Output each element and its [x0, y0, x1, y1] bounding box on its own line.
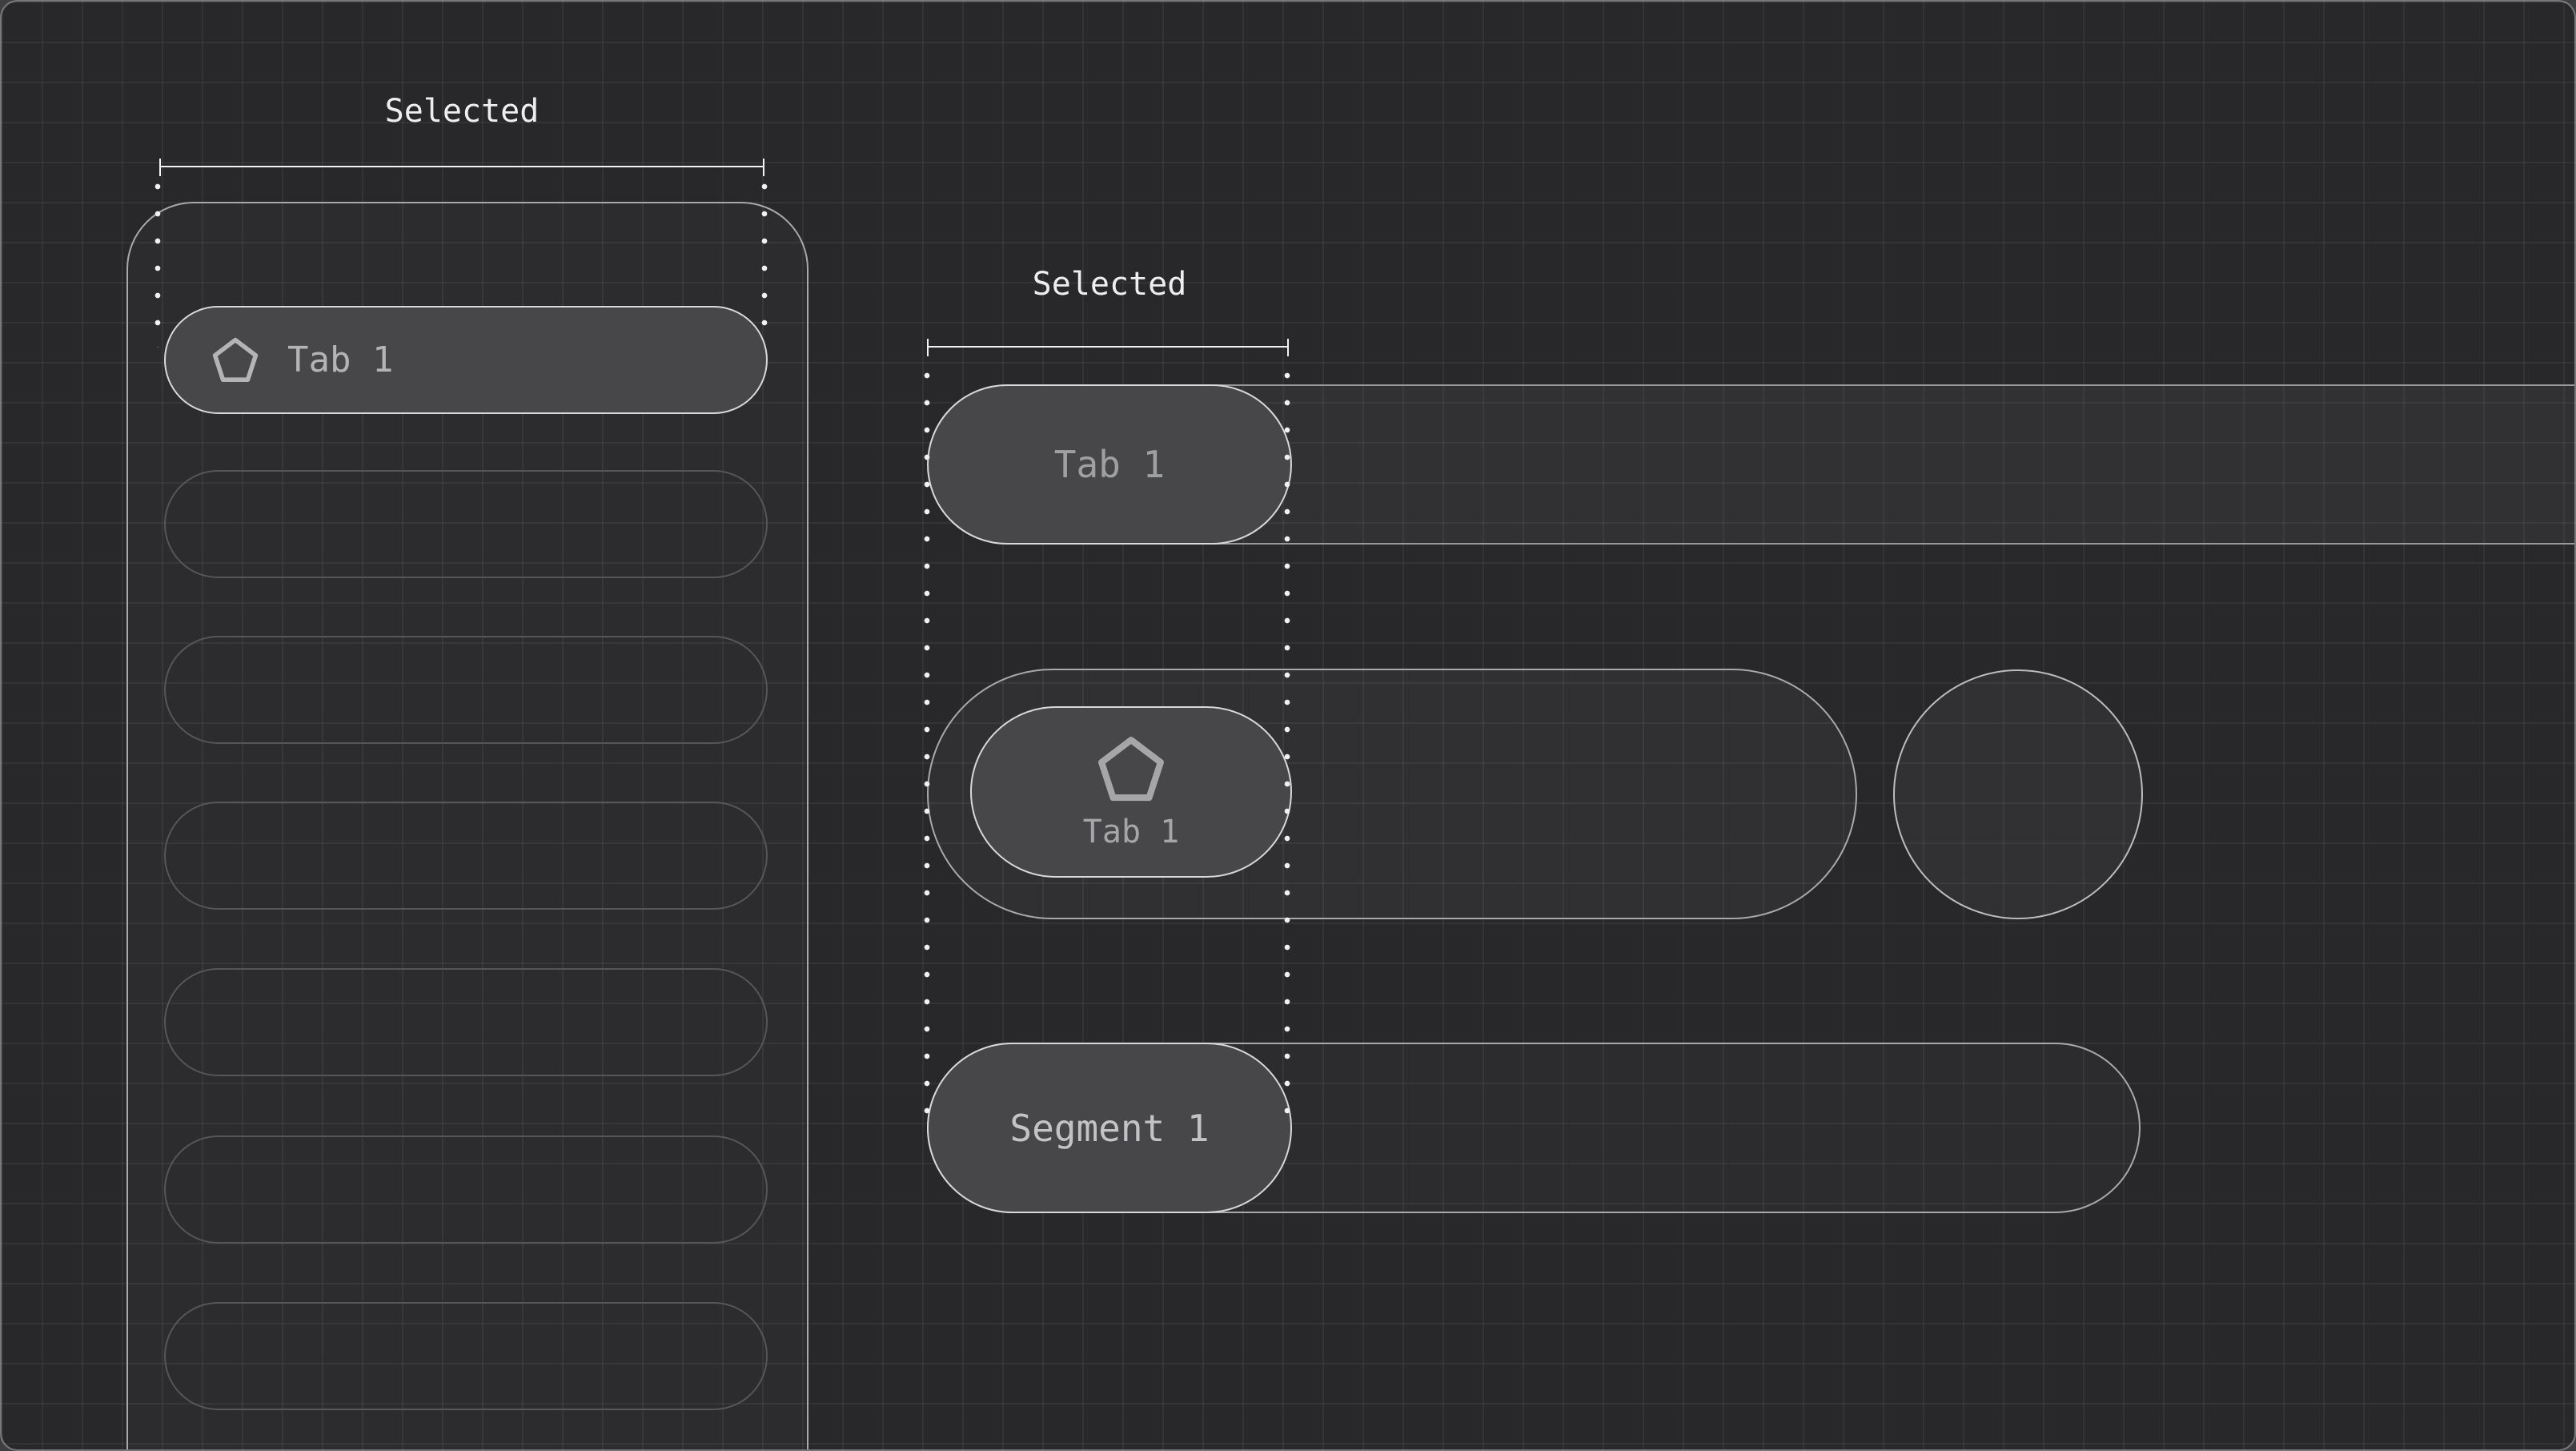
icon-tab-selected[interactable]: Tab 1 [970, 706, 1292, 878]
sidebar-guide-dotted-line-left [154, 183, 161, 348]
tab-bar-measurement-bracket [927, 339, 1289, 356]
tab-guide-dotted-line-right [1284, 372, 1290, 1116]
horizontal-tab-label: Tab 1 [1053, 443, 1166, 486]
bracket-tick [763, 159, 764, 176]
bracket-tick [159, 159, 161, 176]
sidebar-tab-selected[interactable]: Tab 1 [164, 306, 768, 414]
vertical-tab-bar: Tab 1 [126, 202, 809, 1449]
sidebar-tab-placeholder[interactable] [164, 470, 768, 578]
pentagon-icon [1095, 734, 1167, 806]
horizontal-tab-selected[interactable]: Tab 1 [927, 384, 1292, 545]
tab-guide-dotted-line-left [924, 372, 930, 1116]
sidebar-tab-placeholder[interactable] [164, 968, 768, 1076]
sidebar-tab-placeholder[interactable] [164, 802, 768, 910]
sidebar-tab-placeholder[interactable] [164, 1135, 768, 1244]
bracket-tick [1287, 339, 1289, 356]
tab-bar-selected-annotation: Selected [1032, 266, 1187, 303]
sidebar-selected-annotation: Selected [384, 93, 540, 130]
avatar-circle[interactable] [1893, 669, 2143, 919]
sidebar-tab-label: Tab 1 [287, 340, 394, 380]
sidebar-guide-dotted-line-right [761, 183, 768, 348]
segment-selected[interactable]: Segment 1 [927, 1043, 1292, 1213]
sidebar-measurement-bracket [159, 159, 764, 176]
sidebar-tab-placeholder[interactable] [164, 636, 768, 744]
bracket-tick [927, 339, 929, 356]
sidebar-tab-placeholder[interactable] [164, 1302, 768, 1410]
icon-tab-label: Tab 1 [1082, 814, 1180, 850]
pentagon-icon [211, 336, 260, 385]
segment-label: Segment 1 [1009, 1106, 1210, 1150]
